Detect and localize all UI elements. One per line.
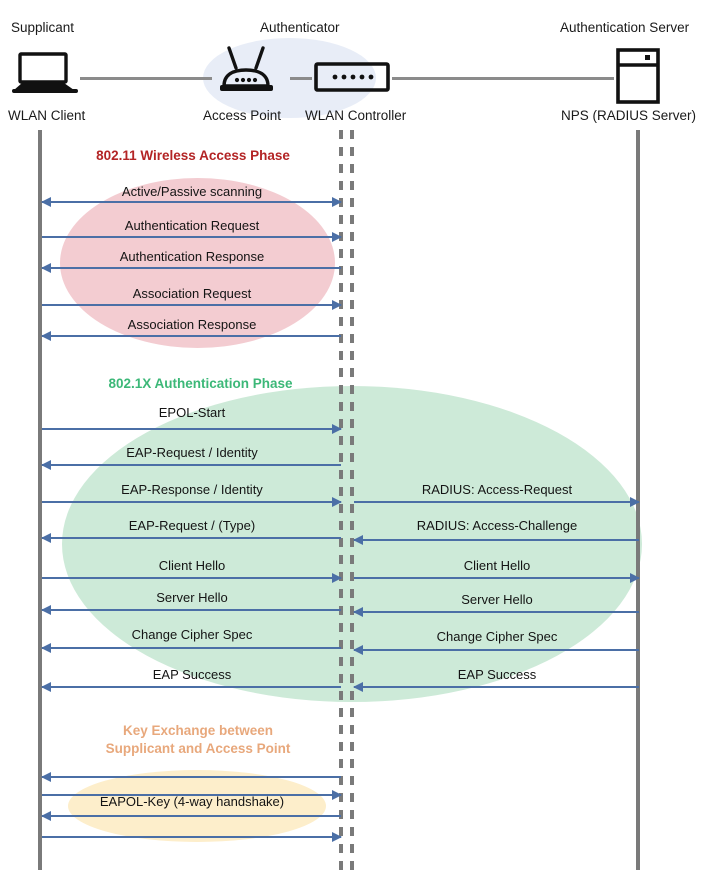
message-label-radius-access-request: RADIUS: Access-Request <box>421 482 573 497</box>
message-label-eap-request-identity: EAP-Request / Identity <box>126 445 258 460</box>
wire-ap-to-controller <box>290 77 312 80</box>
message-label-server-hello-left: Server Hello <box>156 590 228 605</box>
message-label-eap-response-identity: EAP-Response / Identity <box>121 482 263 497</box>
message-label-client-hello-left: Client Hello <box>158 558 226 573</box>
message-label-client-hello-right: Client Hello <box>463 558 531 573</box>
message-label-eap-success-right: EAP Success <box>457 667 537 682</box>
message-label-association-request: Association Request <box>132 286 252 301</box>
phase-title-key-exchange-line1: Key Exchange between <box>122 723 274 738</box>
node-caption-access-point: Access Point <box>203 108 282 123</box>
message-label-eap-request-type: EAP-Request / (Type) <box>128 518 256 533</box>
access-point-icon <box>216 46 278 103</box>
message-label-active-passive-scanning: Active/Passive scanning <box>121 184 263 199</box>
wire-controller-to-server <box>392 77 614 80</box>
message-label-authentication-request: Authentication Request <box>124 218 260 233</box>
phase-ellipse-key-exchange <box>68 770 326 842</box>
message-label-association-response: Association Response <box>127 317 257 332</box>
message-label-server-hello-right: Server Hello <box>461 592 533 607</box>
wire-client-to-ap <box>80 77 212 80</box>
phase-title-dot1x: 802.1X Authentication Phase <box>108 376 293 391</box>
phase-title-key-exchange-line2: Supplicant and Access Point <box>105 741 291 756</box>
message-label-change-cipher-spec-right: Change Cipher Spec <box>436 629 558 644</box>
message-label-change-cipher-spec-left: Change Cipher Spec <box>131 627 253 642</box>
phase-title-wireless-access: 802.11 Wireless Access Phase <box>96 148 290 163</box>
role-label-authentication-server: Authentication Server <box>560 20 690 35</box>
lifeline-wlan-controller <box>350 130 354 870</box>
node-caption-wlan-controller: WLAN Controller <box>305 108 407 123</box>
message-label-epol-start: EPOL-Start <box>158 405 226 420</box>
server-icon <box>615 48 663 109</box>
node-caption-wlan-client: WLAN Client <box>8 108 86 123</box>
role-label-supplicant: Supplicant <box>11 20 75 35</box>
wlan-controller-icon <box>314 62 390 97</box>
node-caption-nps-server: NPS (RADIUS Server) <box>561 108 697 123</box>
lifeline-supplicant <box>38 130 42 870</box>
role-label-authenticator: Authenticator <box>260 20 340 35</box>
laptop-icon <box>12 52 82 101</box>
message-label-eapol-key: EAPOL-Key (4-way handshake) <box>99 794 285 809</box>
phase-ellipse-wireless-access <box>60 178 335 348</box>
message-label-authentication-response: Authentication Response <box>119 249 265 264</box>
message-label-eap-success-left: EAP Success <box>152 667 232 682</box>
message-label-radius-access-challenge: RADIUS: Access-Challenge <box>416 518 578 533</box>
